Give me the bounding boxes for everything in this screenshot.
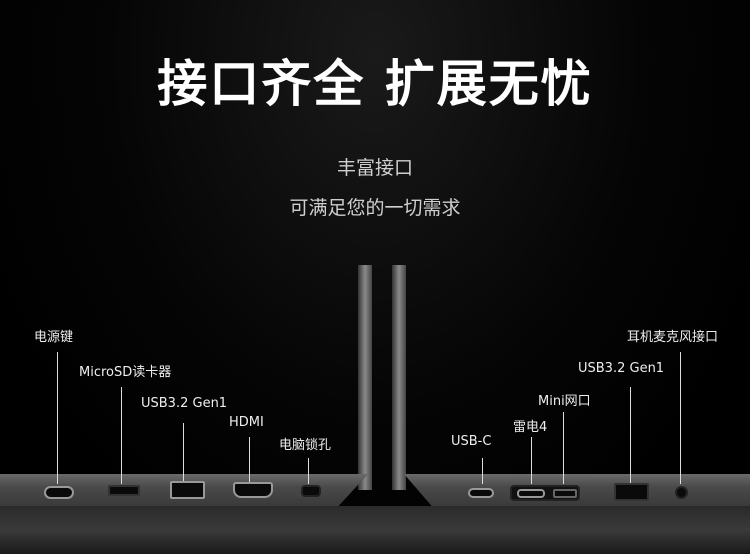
headline: 接口齐全 扩展无忧 xyxy=(157,55,593,113)
subtitle-secondary: 可满足您的一切需求 xyxy=(289,197,461,219)
label-power-button: 电源键 xyxy=(34,330,74,345)
usb-a-port-icon xyxy=(614,483,649,501)
thunderbolt-port-icon xyxy=(517,489,545,498)
pointer-line xyxy=(563,412,564,484)
label-usb-a-right: USB3.2 Gen1 xyxy=(578,361,665,376)
label-audio-jack: 耳机麦克风接口 xyxy=(627,330,719,345)
power-button-icon xyxy=(44,486,74,499)
label-mini-ethernet: Mini网口 xyxy=(538,394,591,409)
usb-c-port-icon xyxy=(468,488,494,498)
hdmi-port-icon xyxy=(233,482,273,498)
laptop-hinge-right xyxy=(392,265,406,490)
pointer-line xyxy=(482,458,483,484)
label-usb-a-left: USB3.2 Gen1 xyxy=(141,396,228,411)
pointer-line xyxy=(630,387,631,484)
subtitle: 丰富接口 xyxy=(336,157,413,179)
usb-a-port-icon xyxy=(170,481,205,499)
pointer-line xyxy=(121,387,122,484)
label-thunderbolt: 雷电4 xyxy=(513,420,548,435)
pointer-line xyxy=(57,352,58,484)
label-microsd: MicroSD读卡器 xyxy=(79,365,172,380)
mini-ethernet-port-icon xyxy=(553,489,577,498)
audio-jack-icon xyxy=(675,486,688,499)
laptop-base-reflection xyxy=(0,506,750,554)
pointer-line xyxy=(531,437,532,484)
label-lock-slot: 电脑锁孔 xyxy=(279,438,332,453)
pointer-line xyxy=(308,458,309,484)
sd-card-slot-icon xyxy=(108,485,140,496)
pointer-line xyxy=(183,423,184,484)
label-hdmi: HDMI xyxy=(229,415,264,430)
pointer-line xyxy=(249,437,250,488)
pointer-line xyxy=(680,352,681,484)
lock-slot-icon xyxy=(301,485,321,497)
laptop-hinge-left xyxy=(358,265,372,490)
label-usb-c: USB-C xyxy=(451,434,492,449)
